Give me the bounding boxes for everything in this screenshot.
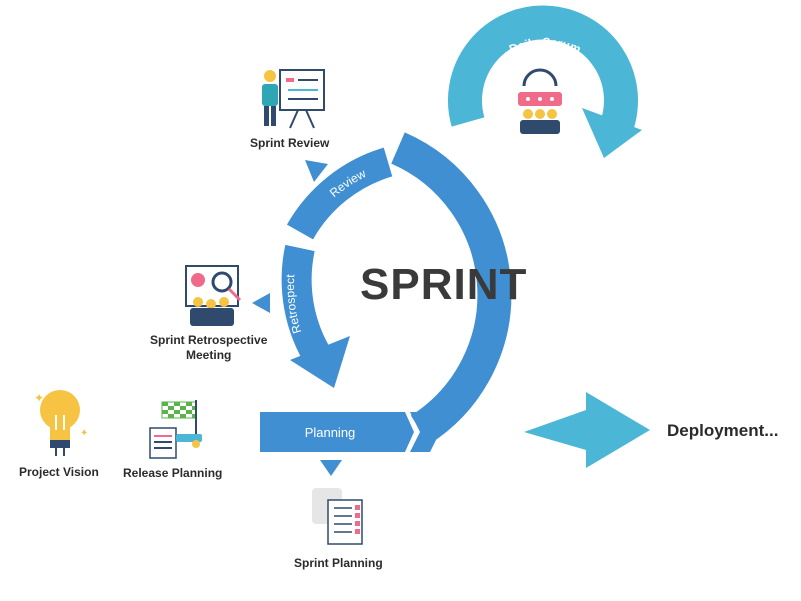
retrospective-pointer	[252, 293, 270, 313]
scroll-checklist-icon	[312, 488, 363, 545]
sprint-planning-pointer	[320, 460, 342, 476]
deployment-arrow	[524, 392, 650, 468]
presenter-icon	[262, 69, 325, 129]
daily-scrum-arrowhead	[582, 108, 642, 158]
retrospect-arrowhead	[290, 336, 350, 388]
lightbulb-icon: ✦ ✦	[34, 390, 88, 456]
svg-text:✦: ✦	[34, 391, 44, 405]
review-arc	[286, 147, 393, 240]
sprint-retrospective-label: Sprint Retrospective Meeting	[150, 333, 267, 363]
implementation-arc-label: Implementation	[563, 217, 594, 302]
retrospective-board-icon	[185, 265, 242, 326]
svg-text:✦: ✦	[80, 428, 88, 439]
daily-scrum-arc-label: Daily Scrum	[507, 35, 583, 56]
sprint-title: SPRINT	[360, 260, 528, 309]
implementation-arc	[391, 132, 512, 445]
retrospect-arc	[281, 244, 333, 369]
planning-bar-tail	[410, 412, 440, 452]
sprint-review-label: Sprint Review	[250, 136, 330, 150]
sprint-retrospective-line2: Meeting	[186, 348, 232, 362]
project-vision-label: Project Vision	[19, 465, 99, 479]
planning-bar-label: Planning	[305, 425, 356, 440]
checkered-flag-icon	[149, 400, 202, 459]
planning-bar	[260, 412, 414, 452]
sprint-review-pointer	[305, 160, 328, 182]
daily-scrum-arc	[448, 5, 638, 134]
sprint-planning-label: Sprint Planning	[294, 556, 383, 570]
release-planning-label: Release Planning	[123, 466, 223, 480]
team-meeting-icon	[518, 68, 562, 134]
deployment-label: Deployment...	[667, 421, 779, 440]
sprint-retrospective-line1: Sprint Retrospective	[150, 333, 268, 347]
